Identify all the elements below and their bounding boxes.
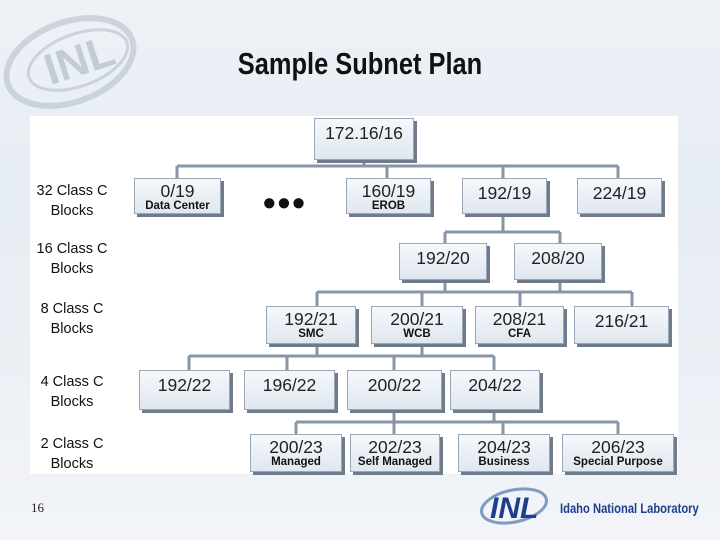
subnet-node-192-19: 192/19 — [462, 178, 547, 214]
subnet-node-172-16-16: 172.16/16 — [314, 118, 414, 160]
subnet-node-0-19: 0/19 Data Center — [134, 178, 221, 214]
subnet-node-224-19: 224/19 — [577, 178, 662, 214]
subnet-node-192-20: 192/20 — [399, 243, 487, 280]
node-cidr: 0/19 — [160, 181, 195, 201]
node-cidr: 196/22 — [262, 375, 317, 395]
node-label: CFA — [508, 328, 531, 340]
footer-logo-text: Idaho National Laboratory — [560, 500, 699, 516]
subnet-node-204-23: 204/23 Business — [458, 434, 550, 472]
subnet-diagram-panel — [30, 116, 678, 474]
inl-logo-mark: INL — [480, 487, 548, 525]
subnet-node-216-21: 216/21 — [574, 306, 669, 344]
node-cidr: 206/23 — [591, 437, 645, 457]
node-cidr: 200/22 — [367, 375, 422, 395]
node-cidr: 200/21 — [390, 309, 444, 329]
node-cidr: 208/21 — [492, 309, 547, 329]
ellipsis-more-blocks: ••• — [263, 182, 307, 223]
slide-title: Sample Subnet Plan — [237, 46, 483, 81]
subnet-node-204-22: 204/22 — [450, 370, 540, 410]
subnet-node-208-21: 208/21 CFA — [475, 306, 564, 344]
subnet-node-200-23: 200/23 Managed — [250, 434, 342, 472]
node-cidr: 192/19 — [477, 183, 532, 203]
subnet-node-200-22: 200/22 — [347, 370, 442, 410]
background-logo-watermark: INL — [3, 15, 137, 109]
subnet-node-160-19: 160/19 EROB — [346, 178, 431, 214]
node-label: EROB — [371, 200, 406, 212]
subnet-node-192-21: 192/21 SMC — [266, 306, 356, 344]
node-label: Business — [478, 456, 530, 468]
node-cidr: 192/22 — [157, 375, 212, 395]
subnet-node-192-22: 192/22 — [139, 370, 230, 410]
node-cidr: 202/23 — [368, 437, 422, 457]
node-cidr: 172.16/16 — [325, 123, 403, 143]
node-label: Data Center — [145, 200, 210, 212]
node-label: Self Managed — [357, 456, 433, 468]
subnet-node-200-21: 200/21 WCB — [371, 306, 463, 344]
node-cidr: 204/22 — [468, 375, 522, 395]
subnet-node-206-23: 206/23 Special Purpose — [562, 434, 674, 472]
node-label: WCB — [403, 328, 431, 340]
subnet-node-202-23: 202/23 Self Managed — [350, 434, 440, 472]
logo-mark-text: INL — [490, 492, 538, 525]
node-cidr: 204/23 — [477, 437, 531, 457]
page-number: 16 — [31, 500, 44, 515]
node-cidr: 200/23 — [269, 437, 323, 457]
node-cidr: 224/19 — [592, 183, 647, 203]
node-cidr: 192/20 — [416, 248, 470, 268]
subnet-node-196-22: 196/22 — [244, 370, 335, 410]
node-cidr: 160/19 — [361, 181, 416, 201]
node-label: Special Purpose — [573, 456, 663, 468]
node-cidr: 216/21 — [594, 311, 649, 331]
node-label: Managed — [271, 456, 321, 468]
node-label: SMC — [298, 328, 324, 340]
subnet-node-208-20: 208/20 — [514, 243, 602, 280]
node-cidr: 192/21 — [284, 309, 338, 329]
node-cidr: 208/20 — [531, 248, 585, 268]
